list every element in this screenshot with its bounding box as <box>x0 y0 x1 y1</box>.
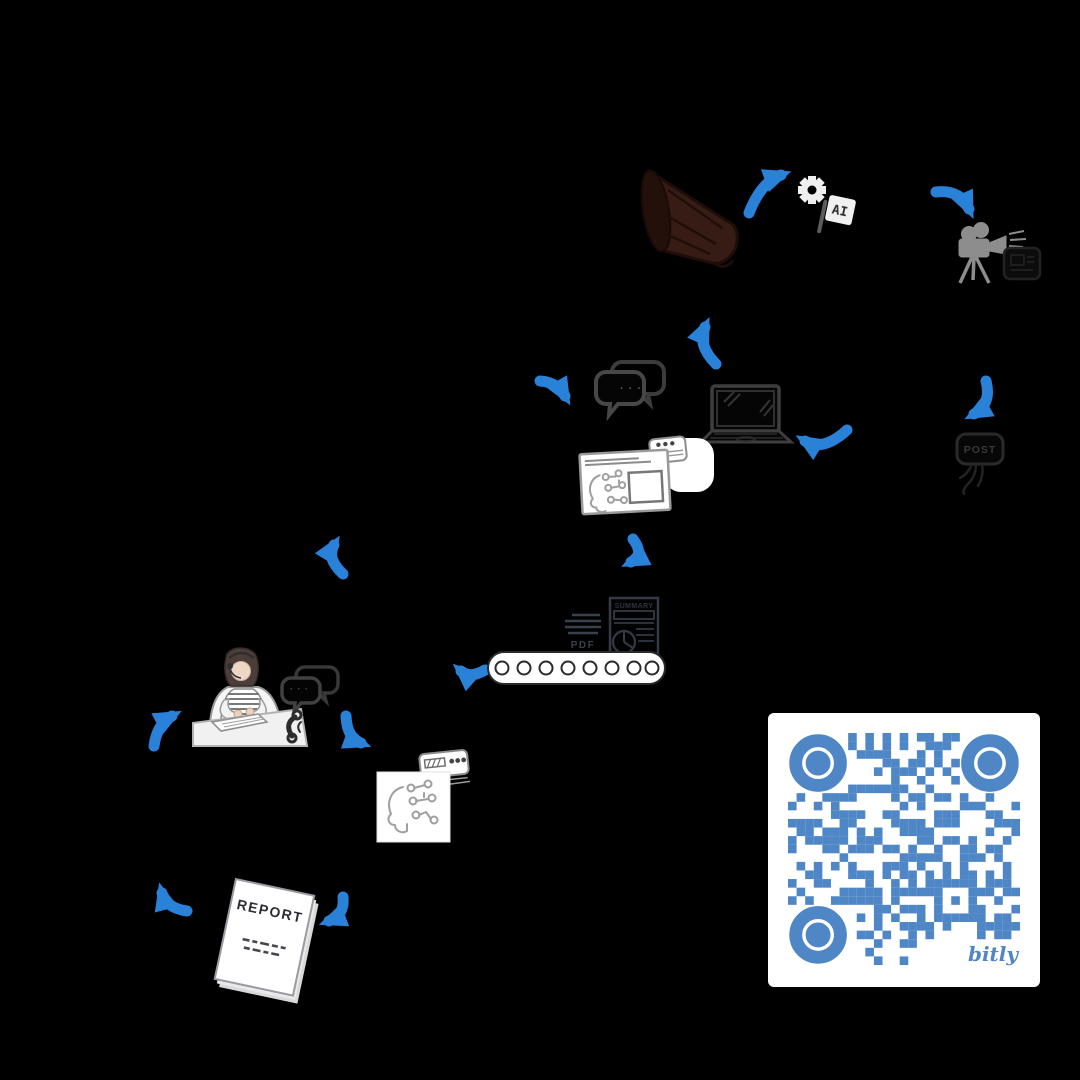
arrow-conveyor-to-agent <box>452 663 491 692</box>
arrow-megaphone-to-ai <box>743 169 792 219</box>
pdf-text-icon: PDF <box>565 613 601 651</box>
flow-arrows <box>148 169 995 927</box>
post-label: POST <box>964 444 997 456</box>
hand-icon <box>958 462 984 496</box>
phone-handset-icon <box>286 709 303 744</box>
arrow-agent-to-brain <box>340 710 372 749</box>
arrow-report-to-agent <box>148 710 182 752</box>
chat-bubbles-icon: · · · <box>594 360 666 422</box>
report-dashes <box>242 937 286 957</box>
circuit-head-sketch <box>588 469 628 514</box>
summary-label: SUMMARY <box>615 603 654 610</box>
laptop-icon <box>697 384 795 444</box>
chat-dots: · · · <box>620 383 642 395</box>
arrow-post-to-laptop <box>795 424 853 461</box>
megaphone-icon <box>640 168 739 268</box>
arrow-brain-to-report <box>318 891 350 927</box>
pdf-label: PDF <box>571 640 596 651</box>
gear-icon <box>798 176 826 204</box>
report-document-icon: REPORT <box>213 877 319 1004</box>
arrow-into-chat <box>534 375 571 406</box>
post-sign-icon: POST <box>955 432 1005 496</box>
ai-flag-icon: AI <box>817 195 856 234</box>
arrow-agent-up <box>314 535 349 580</box>
qr-pattern: bitly <box>788 733 1020 966</box>
qr-brand-label: bitly <box>968 942 1019 966</box>
arrow-report-up-left <box>154 882 193 917</box>
ai-label: AI <box>830 203 848 221</box>
conveyor-belt-icon <box>487 651 666 685</box>
ai-browser-icon <box>578 435 714 516</box>
headset-icon <box>228 651 255 660</box>
arrow-laptop-to-megaphone <box>687 316 722 370</box>
arrow-ai-to-camera <box>930 186 975 220</box>
brain-circuit-sketch <box>387 779 439 834</box>
qr-code: bitly <box>768 713 1040 987</box>
chat-dots-small: · · · <box>290 684 309 694</box>
summary-document-icon: SUMMARY <box>608 596 660 668</box>
agent-chat-bubbles-icon: · · · <box>280 665 340 718</box>
arrow-browser-to-conveyor <box>621 533 652 568</box>
support-agent-icon <box>192 647 309 747</box>
video-clip-icon <box>1002 246 1042 281</box>
ai-brain-card-icon <box>376 771 451 843</box>
arrow-camera-to-post <box>964 375 995 420</box>
desk <box>192 707 309 747</box>
